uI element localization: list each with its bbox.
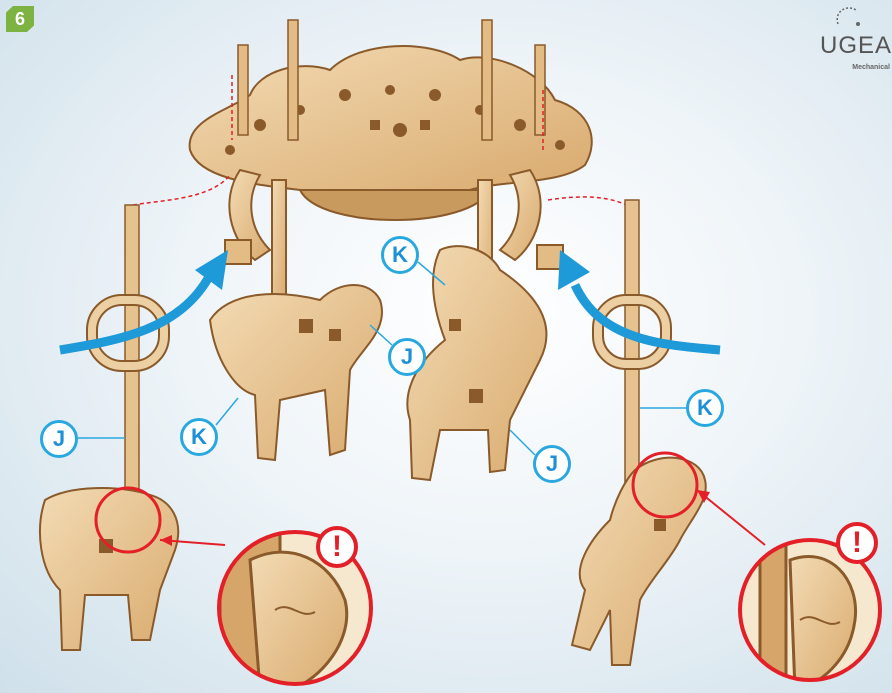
callout-j-left-pole: J	[40, 420, 78, 458]
brand-logo: UGEA Mechanical	[812, 0, 892, 80]
brand-name: UGEA	[820, 32, 892, 60]
left-pole-assembly	[92, 205, 164, 495]
carousel-top-platform	[190, 20, 592, 320]
horse-bottom-right	[572, 458, 706, 665]
callout-k-left-horse: K	[180, 418, 218, 456]
callout-k-top: K	[381, 236, 419, 274]
step-number-badge: 6	[6, 6, 34, 32]
brand-swirl-icon	[830, 2, 870, 32]
horse-center-left	[210, 285, 382, 460]
warning-icon-right: !	[836, 522, 878, 564]
brand-tagline: Mechanical	[852, 64, 890, 71]
warning-icon-left: !	[316, 526, 358, 568]
horse-bottom-left	[40, 488, 178, 650]
callout-k-right-pole: K	[686, 389, 724, 427]
callout-j-right-horse: J	[533, 445, 571, 483]
callout-j-left-horse: J	[388, 338, 426, 376]
callout-leaders	[78, 262, 688, 455]
